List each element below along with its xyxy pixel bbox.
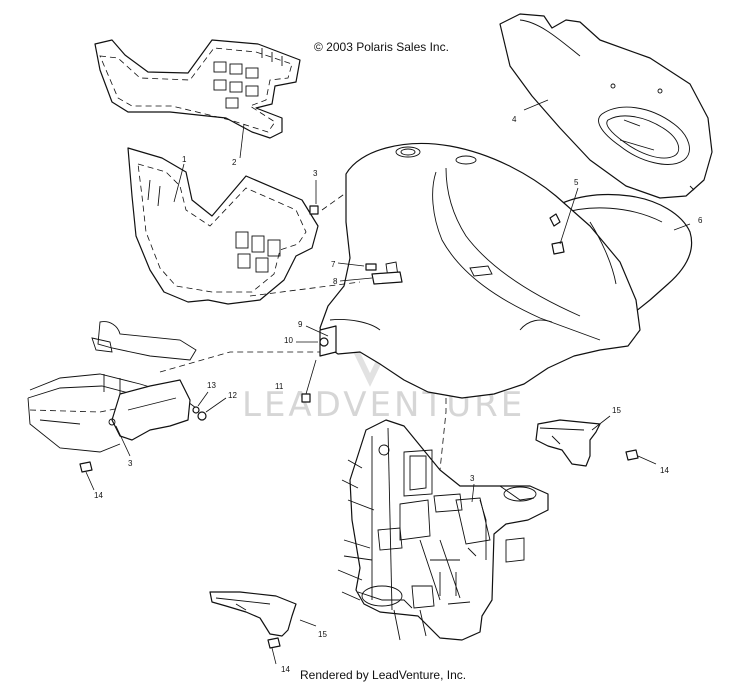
part-14-screw-left (79, 461, 95, 491)
part-10-grommet (319, 337, 329, 347)
callout-5: 5 (574, 178, 579, 187)
part-11-screw (301, 359, 317, 403)
left-footwell-frame (27, 321, 197, 453)
callout-14-left: 14 (94, 491, 103, 500)
callout-14-bottom: 14 (281, 665, 290, 674)
part-14-screw-bottom (267, 637, 281, 665)
part-4-seat-cover (499, 13, 713, 199)
callout-12: 12 (228, 391, 237, 400)
part-12-nut (197, 411, 207, 421)
callout-11: 11 (275, 382, 284, 391)
part-14-screw-right (625, 449, 657, 465)
part-15-bracket-right (535, 419, 601, 467)
assembly-line (321, 189, 351, 211)
callout-3-lower-left: 3 (128, 459, 133, 468)
part-1-side-panel (127, 147, 319, 305)
assembly-line (159, 351, 320, 373)
assembly-line (439, 398, 447, 471)
part-15-bracket-bottom (209, 591, 297, 637)
part-3-screw-upper (309, 180, 319, 215)
lower-left-guard (108, 379, 191, 441)
callout-9: 9 (298, 320, 303, 329)
part-7-screw (365, 263, 377, 271)
copyright-text: © 2003 Polaris Sales Inc. (314, 40, 449, 54)
callout-15-bottom: 15 (318, 630, 327, 639)
callout-10: 10 (284, 336, 293, 345)
callout-15-right: 15 (612, 406, 621, 415)
main-frame (337, 419, 549, 641)
callout-1: 1 (182, 155, 187, 164)
callout-2: 2 (232, 158, 237, 167)
callout-3-frame: 3 (470, 474, 475, 483)
assembly-line (249, 281, 361, 297)
part-5-bracket (549, 213, 565, 255)
callout-4: 4 (512, 115, 517, 124)
callout-6: 6 (698, 216, 703, 225)
render-credit: Rendered by LeadVenture, Inc. (300, 668, 466, 682)
callout-3-upper: 3 (313, 169, 318, 178)
callout-7: 7 (331, 260, 336, 269)
part-8-label-plate (371, 271, 403, 285)
callout-8: 8 (333, 277, 338, 286)
front-fender-body (319, 142, 641, 399)
callout-13: 13 (207, 381, 216, 390)
part-2-footwell-panel (94, 39, 301, 139)
callout-14-right: 14 (660, 466, 669, 475)
part-13-washer (192, 406, 200, 414)
